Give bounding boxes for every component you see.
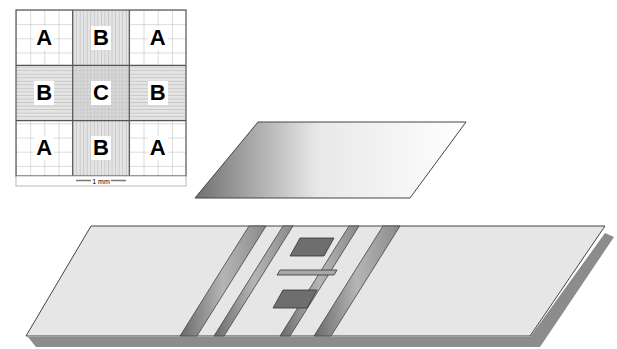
region-letter: A (34, 26, 54, 50)
region-letter: B (91, 136, 111, 160)
slide-grooves (180, 226, 400, 336)
scale-label: 1 mm (91, 178, 111, 185)
glass-slide (26, 226, 605, 336)
region-letter: B (91, 26, 111, 50)
region-letter: C (91, 81, 111, 105)
counting-grid (16, 10, 186, 186)
region-letter: A (148, 136, 168, 160)
cover-slip (195, 122, 466, 198)
region-letter: B (148, 81, 168, 105)
region-letter: B (34, 81, 54, 105)
region-letter: A (148, 26, 168, 50)
counting-chambers (273, 238, 337, 308)
region-letter: A (34, 136, 54, 160)
